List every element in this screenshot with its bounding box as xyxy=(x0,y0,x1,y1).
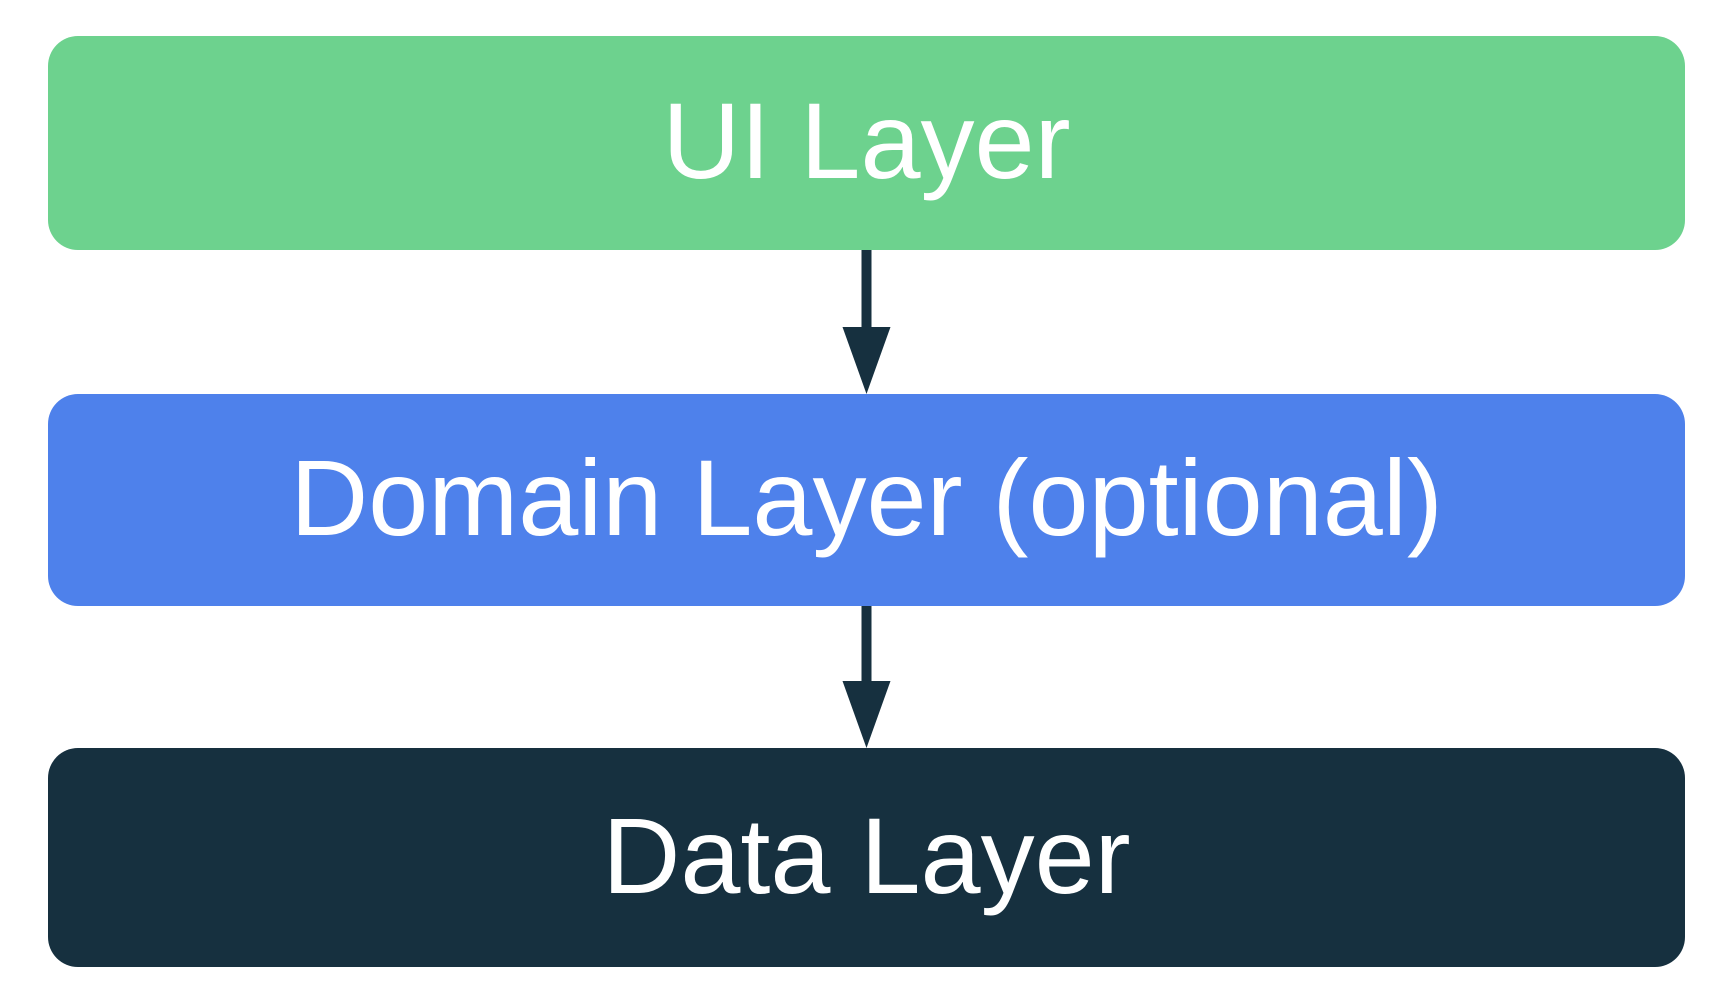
layer-label-ui: UI Layer xyxy=(662,80,1071,201)
layer-box-ui: UI Layer xyxy=(48,36,1685,250)
layer-box-domain: Domain Layer (optional) xyxy=(48,394,1685,606)
arrow-shaft xyxy=(861,250,872,342)
arrow-head xyxy=(842,327,891,394)
layer-label-data: Data Layer xyxy=(602,794,1131,916)
layer-box-data: Data Layer xyxy=(48,748,1685,967)
arrow-down-icon xyxy=(842,606,891,748)
layer-label-domain: Domain Layer (optional) xyxy=(290,437,1443,558)
arrow-down-icon xyxy=(842,250,891,394)
arrow-head xyxy=(842,681,891,748)
arrow-shaft xyxy=(861,606,872,696)
